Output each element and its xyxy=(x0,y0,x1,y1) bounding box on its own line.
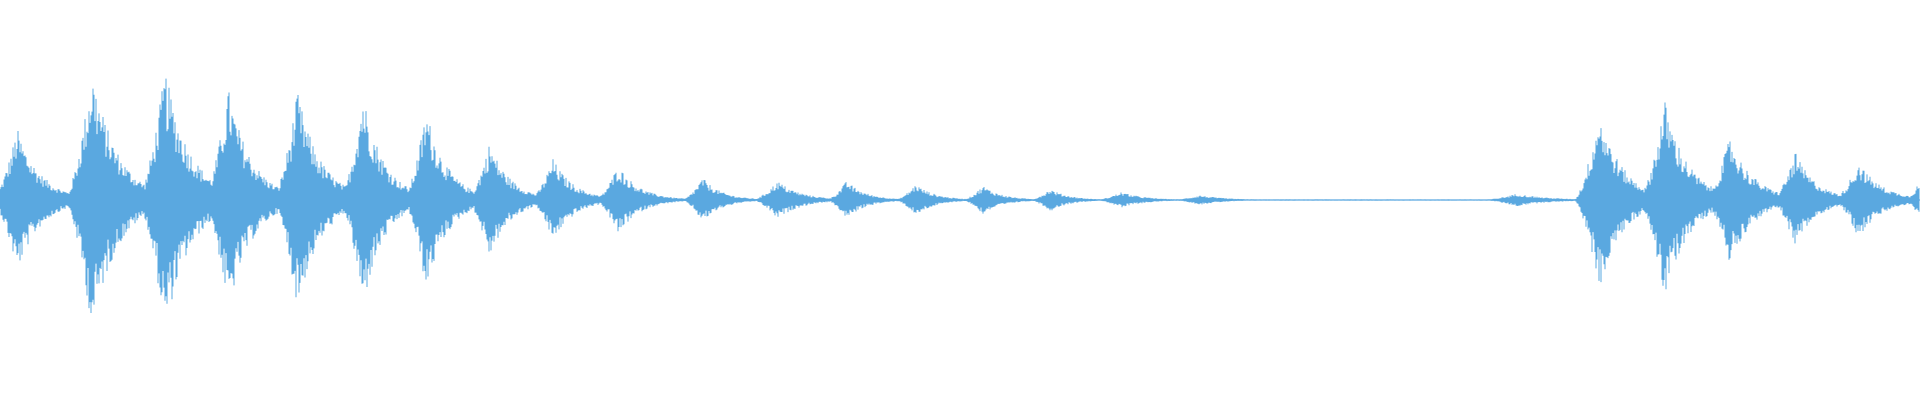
waveform-path xyxy=(0,78,1920,313)
